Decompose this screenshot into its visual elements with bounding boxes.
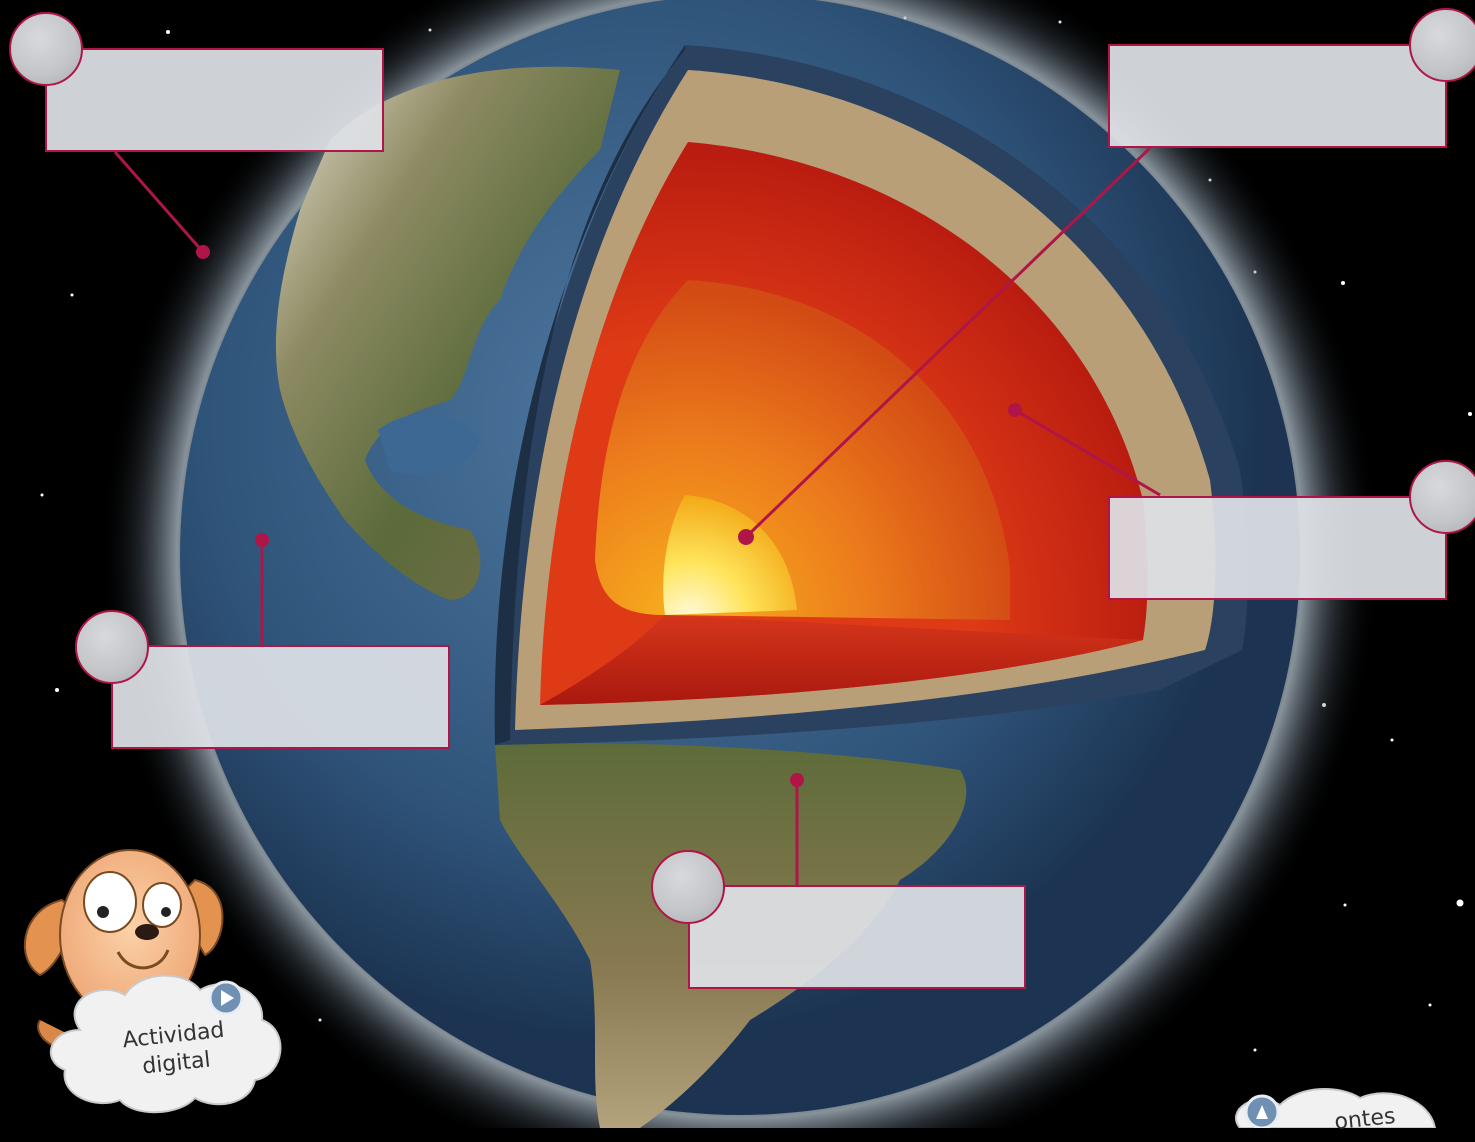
label-box-1[interactable] bbox=[45, 48, 384, 152]
play-arrow-icon[interactable] bbox=[208, 980, 244, 1016]
play-arrow-icon[interactable] bbox=[1244, 1094, 1280, 1128]
leader-lines bbox=[113, 146, 1161, 885]
number-circle-1[interactable] bbox=[9, 12, 83, 86]
number-circle-3[interactable] bbox=[1409, 460, 1475, 534]
inner-core-layer bbox=[663, 495, 797, 615]
number-circle-5[interactable] bbox=[651, 850, 725, 924]
label-box-4[interactable] bbox=[111, 645, 450, 749]
label-box-3[interactable] bbox=[1108, 496, 1447, 600]
number-circle-4[interactable] bbox=[75, 610, 149, 684]
number-circle-2[interactable] bbox=[1409, 8, 1475, 82]
gulf-of-mexico bbox=[378, 413, 480, 474]
label-box-2[interactable] bbox=[1108, 44, 1447, 148]
mantle-floor bbox=[540, 615, 1143, 705]
north-america-landmass bbox=[275, 66, 620, 601]
label-box-5[interactable] bbox=[688, 885, 1026, 989]
